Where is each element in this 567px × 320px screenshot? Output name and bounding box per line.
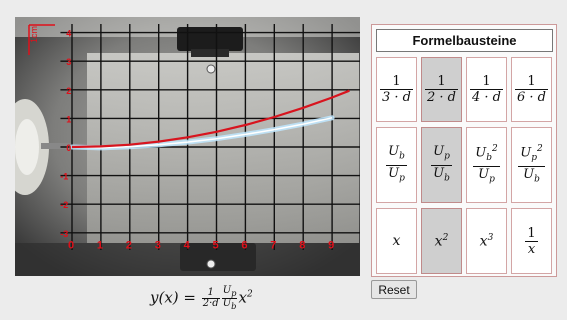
x-tick-label: 5 xyxy=(213,240,219,252)
tile-num-sup: 2 xyxy=(492,144,498,155)
tile-num: U xyxy=(475,145,487,161)
formula-frac-2-den: U xyxy=(222,298,232,309)
y-tick-label: 3 xyxy=(66,57,71,67)
y-tick-label: 0 xyxy=(66,143,71,153)
formula-frac-2-num: U xyxy=(222,285,232,296)
tile-den: U xyxy=(388,165,400,181)
x-tick-label: 3 xyxy=(155,240,161,252)
tile-num-sub: p xyxy=(531,153,537,164)
x-tick-label: 9 xyxy=(328,240,334,252)
deflection-plot: 0 1 2 3 4 5 6 7 8 9 4 3 2 1 0 -1 -2 -3 1cm xyxy=(15,17,360,276)
formula-frac-1-num: 1 xyxy=(201,288,220,299)
axis-ticks: 0 1 2 3 4 5 6 7 8 9 4 3 2 1 0 -1 -2 -3 xyxy=(60,29,334,252)
tile-den-sub: b xyxy=(444,173,450,184)
beam-core xyxy=(71,117,333,149)
tile-num-sup: 2 xyxy=(537,144,543,155)
electron-gun-tube xyxy=(41,143,87,149)
x-tick-label: 6 xyxy=(241,240,247,252)
top-connector xyxy=(177,27,243,51)
formula-frac-1-den: 2·d xyxy=(202,298,219,309)
x-tick-label: 2 xyxy=(126,240,132,252)
tile-num-sub: b xyxy=(399,151,405,162)
tile-num-sub: b xyxy=(486,153,492,164)
tile-den-sub: b xyxy=(534,174,540,185)
x-tick-label: 4 xyxy=(184,240,191,252)
tile-num: U xyxy=(433,143,445,159)
scale-bar: 1cm xyxy=(28,24,55,55)
electron-gun-lens xyxy=(15,119,39,175)
tile-den: U xyxy=(433,165,445,181)
tile-base: x xyxy=(434,233,443,250)
model-curve xyxy=(71,89,350,149)
tile-num: 1 xyxy=(380,74,413,90)
reset-button[interactable]: Reset xyxy=(371,280,417,299)
tile-den: 2 · d xyxy=(427,90,456,105)
tile-num: 1 xyxy=(525,225,538,242)
formula-lhs: y(x) = xyxy=(150,288,201,307)
tile-den: 4 · d xyxy=(472,90,501,105)
formula-tail: x xyxy=(238,288,247,307)
y-tick-label: 2 xyxy=(66,86,71,96)
tile-den: U xyxy=(478,167,490,183)
tile-den: x xyxy=(527,241,536,257)
y-tick-label: -1 xyxy=(60,172,68,182)
tile-sup: 3 xyxy=(487,232,494,243)
panel-title: Formelbausteine xyxy=(376,29,553,52)
y-tick-label: 1 xyxy=(66,114,71,124)
tile-sup: 2 xyxy=(442,232,449,243)
tile-num: 1 xyxy=(425,74,458,90)
tile-num: U xyxy=(520,145,532,161)
curve-path xyxy=(71,89,350,149)
formula-frac-2-den-sub: b xyxy=(231,301,237,311)
tile-den-sub: p xyxy=(399,173,405,184)
formula-tail-sup: 2 xyxy=(246,289,253,300)
top-connector-neck xyxy=(191,49,229,57)
x-tick-label: 8 xyxy=(299,240,305,252)
screw-bottom xyxy=(206,259,216,269)
tile-den: 3 · d xyxy=(382,90,411,105)
x-tick-label: 7 xyxy=(270,240,276,252)
experiment-photo: 0 1 2 3 4 5 6 7 8 9 4 3 2 1 0 -1 -2 -3 1cm xyxy=(15,17,360,276)
tile-den-sub: p xyxy=(489,174,495,185)
screw-top xyxy=(206,64,216,74)
tile-num: 1 xyxy=(515,74,548,90)
scale-bar-label: 1cm xyxy=(29,26,39,43)
tile-den: 6 · d xyxy=(517,90,546,105)
electron-beam xyxy=(69,115,335,151)
y-tick-label: -2 xyxy=(60,200,68,210)
tile-num: U xyxy=(388,143,400,159)
tile-x-squared[interactable]: x2 xyxy=(421,208,462,274)
formula-frac-2-num-sub: p xyxy=(231,288,237,298)
tile-base: x xyxy=(479,233,488,250)
tile-x-cubed[interactable]: x3 xyxy=(466,208,507,274)
tile-num: 1 xyxy=(470,74,503,90)
y-tick-label: -3 xyxy=(60,229,68,239)
x-tick-label: 0 xyxy=(68,240,74,252)
tile-base: x xyxy=(392,233,401,249)
tile-num-sub: p xyxy=(444,151,450,162)
x-tick-label: 1 xyxy=(97,240,103,252)
y-tick-label: 4 xyxy=(66,29,71,39)
tile-x[interactable]: x xyxy=(376,208,417,274)
tile-den: U xyxy=(523,167,535,183)
grid-lines xyxy=(60,24,360,250)
